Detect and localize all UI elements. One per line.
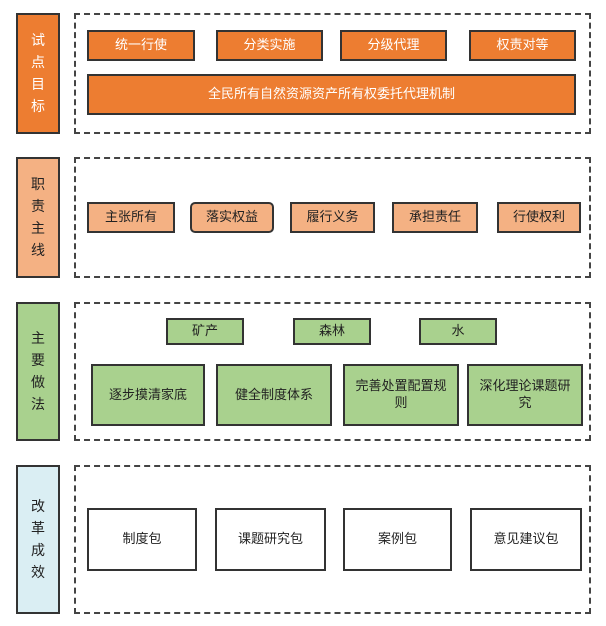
label-text: 主要做法: [31, 330, 45, 413]
results-container: [74, 465, 591, 614]
practice-box: 逐步摸清家底: [91, 364, 205, 426]
practices-container: [74, 302, 591, 441]
section-label-goals: 试点目标: [16, 13, 60, 134]
result-box: 制度包: [87, 508, 197, 571]
practice-box: 深化理论课题研究: [467, 364, 583, 426]
duties-container: [74, 157, 591, 278]
result-box: 意见建议包: [470, 508, 582, 571]
duty-box: 履行义务: [290, 202, 375, 233]
duty-box: 主张所有: [87, 202, 175, 233]
label-text: 职责主线: [31, 176, 45, 259]
result-box: 案例包: [343, 508, 452, 571]
section-label-duties: 职责主线: [16, 157, 60, 278]
goal-box: 分类实施: [216, 30, 323, 61]
goal-box: 分级代理: [340, 30, 447, 61]
goal-main-box: 全民所有自然资源资产所有权委托代理机制: [87, 74, 576, 115]
duty-box: 落实权益: [190, 202, 274, 233]
label-text: 改革成效: [31, 498, 45, 581]
section-label-practices: 主要做法: [16, 302, 60, 441]
practice-box: 完善处置配置规则: [343, 364, 459, 426]
section-label-results: 改革成效: [16, 465, 60, 614]
duty-box: 行使权利: [497, 202, 581, 233]
label-text: 试点目标: [31, 32, 45, 115]
goal-box: 统一行使: [87, 30, 195, 61]
goal-box: 权责对等: [469, 30, 576, 61]
resource-box: 森林: [293, 318, 371, 345]
resource-box: 矿产: [166, 318, 244, 345]
duty-box: 承担责任: [392, 202, 478, 233]
goals-container: [74, 13, 591, 134]
result-box: 课题研究包: [215, 508, 326, 571]
practice-box: 健全制度体系: [216, 364, 332, 426]
resource-box: 水: [419, 318, 497, 345]
